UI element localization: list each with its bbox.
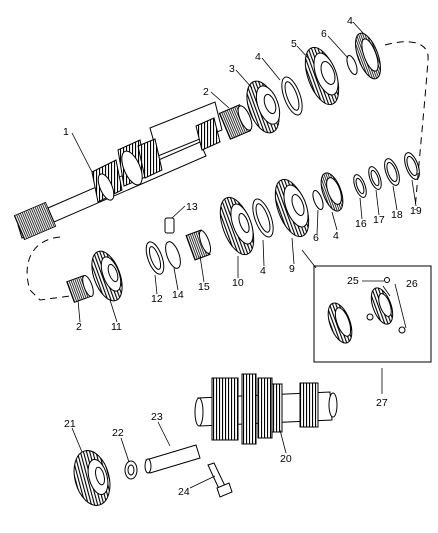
callout-12: 12 xyxy=(151,293,163,305)
upper-section-boundary xyxy=(384,41,429,211)
gear-11 xyxy=(91,250,123,302)
synchronizer-ring-detail xyxy=(327,302,353,344)
synchronizer-5 xyxy=(304,46,340,106)
callout-14: 14 xyxy=(172,289,184,301)
gear-10 xyxy=(219,196,255,256)
callout-6-middle: 6 xyxy=(313,232,319,244)
callout-24: 24 xyxy=(178,486,190,498)
main-shaft xyxy=(13,101,223,241)
callout-4-top: 4 xyxy=(347,15,353,27)
ring-19 xyxy=(404,152,420,180)
needle-bearing-15 xyxy=(185,229,212,261)
idler-shaft-23 xyxy=(144,444,201,474)
reverse-idler-gear-21 xyxy=(73,450,111,506)
callout-25: 25 xyxy=(347,275,359,287)
snap-ring-4-upper xyxy=(281,76,303,116)
countershaft-20 xyxy=(194,373,338,445)
ring-4-middle xyxy=(252,198,274,238)
callout-5: 5 xyxy=(291,38,297,50)
callout-13: 13 xyxy=(186,201,198,213)
callout-22: 22 xyxy=(112,427,124,439)
callout-2-upper: 2 xyxy=(203,86,209,98)
sleeve-13 xyxy=(164,217,175,234)
ring-4-top xyxy=(355,32,381,80)
callout-4-a: 4 xyxy=(255,51,261,63)
ring-16 xyxy=(353,174,367,198)
ring-6-upper xyxy=(346,55,358,75)
bolt-24 xyxy=(207,462,233,498)
washer-22 xyxy=(124,460,138,480)
ring-4-right xyxy=(320,172,344,212)
callout-3: 3 xyxy=(229,63,235,75)
callout-2-lower: 2 xyxy=(76,321,82,333)
needle-bearing-upper xyxy=(218,104,253,140)
callout-15: 15 xyxy=(198,281,210,293)
clip-14 xyxy=(165,241,181,269)
callout-6-upper: 6 xyxy=(321,28,327,40)
callout-4-middle: 4 xyxy=(260,265,266,277)
callout-9: 9 xyxy=(289,263,295,275)
ring-12 xyxy=(145,241,165,275)
callout-26: 26 xyxy=(406,278,418,290)
callout-21: 21 xyxy=(64,418,76,430)
callout-1: 1 xyxy=(63,126,69,138)
middle-section-boundary xyxy=(26,236,71,301)
ring-17 xyxy=(368,166,382,190)
callout-17: 17 xyxy=(373,214,385,226)
needle-bearing-lower xyxy=(66,274,94,304)
spring-26 xyxy=(398,326,406,334)
synchronizer-hub-detail xyxy=(370,287,394,325)
gear-3 xyxy=(246,80,281,134)
callout-11: 11 xyxy=(111,321,122,333)
callout-16: 16 xyxy=(355,218,367,230)
callout-20: 20 xyxy=(280,453,292,465)
callout-19: 19 xyxy=(410,205,422,217)
detent-ball-25 xyxy=(366,313,374,321)
callout-27: 27 xyxy=(376,397,388,409)
leader-lines xyxy=(71,21,417,489)
callout-4-right: 4 xyxy=(333,230,339,242)
callout-23: 23 xyxy=(151,411,163,423)
callout-labels: 1 2 3 4 5 6 4 4 6 16 17 18 19 9 4 10 15 … xyxy=(63,15,422,498)
callout-18: 18 xyxy=(391,209,403,221)
synchronizer-9 xyxy=(274,178,310,238)
ring-6-middle xyxy=(312,190,324,210)
ring-18 xyxy=(384,158,400,186)
callout-10: 10 xyxy=(232,277,244,289)
